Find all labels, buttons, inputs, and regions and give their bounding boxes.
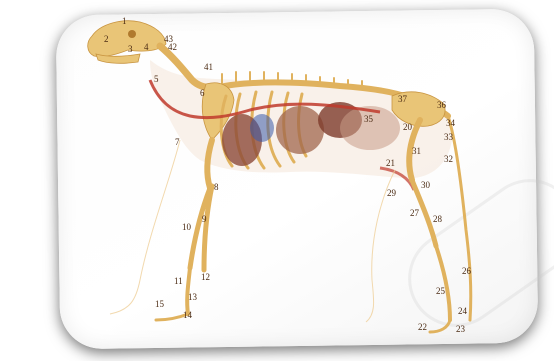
label-36: 36 <box>437 100 447 110</box>
label-10: 10 <box>182 222 192 232</box>
label-32: 32 <box>444 154 453 164</box>
label-35: 35 <box>364 114 374 124</box>
label-20: 20 <box>403 122 413 132</box>
label-21: 21 <box>386 158 395 168</box>
label-43: 43 <box>164 34 174 44</box>
label-9: 9 <box>202 214 207 224</box>
label-13: 13 <box>188 292 198 302</box>
label-25: 25 <box>436 286 446 296</box>
label-37: 37 <box>398 94 408 104</box>
label-3: 3 <box>128 44 133 54</box>
label-1: 1 <box>122 16 127 26</box>
label-11: 11 <box>174 276 183 286</box>
label-41: 41 <box>204 62 213 72</box>
label-24: 24 <box>458 306 468 316</box>
label-8: 8 <box>214 182 219 192</box>
label-30: 30 <box>421 180 431 190</box>
label-5: 5 <box>154 74 159 84</box>
label-15: 15 <box>155 299 165 309</box>
label-29: 29 <box>387 188 397 198</box>
label-4: 4 <box>144 42 149 52</box>
label-12: 12 <box>201 272 210 282</box>
label-6: 6 <box>200 88 205 98</box>
skull <box>88 21 166 64</box>
tail <box>448 116 471 320</box>
label-31: 31 <box>412 146 421 156</box>
label-33: 33 <box>444 132 454 142</box>
label-14: 14 <box>183 310 193 320</box>
label-23: 23 <box>456 324 466 334</box>
label-7: 7 <box>175 137 180 147</box>
label-22: 22 <box>418 322 427 332</box>
label-27: 27 <box>410 208 420 218</box>
label-34: 34 <box>446 118 456 128</box>
label-28: 28 <box>433 214 443 224</box>
label-2: 2 <box>104 34 109 44</box>
label-26: 26 <box>462 266 472 276</box>
